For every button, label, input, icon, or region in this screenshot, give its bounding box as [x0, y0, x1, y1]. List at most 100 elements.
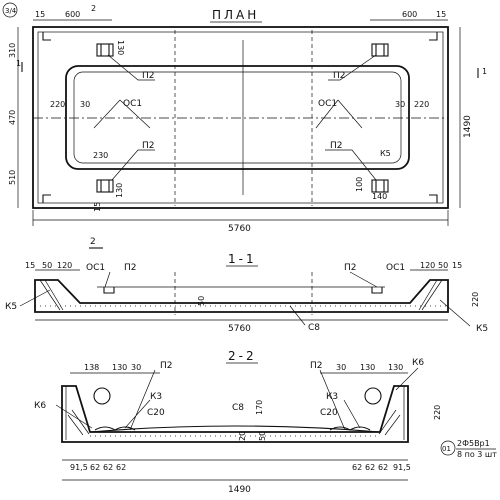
dim-v-130-bottom: 130 — [115, 183, 124, 198]
s2-dim-62-1: 62 — [90, 463, 100, 472]
plan-label-p2-tr: П2 — [333, 71, 346, 81]
section-1-1-inserts — [103, 287, 383, 294]
s1-dim-120: 120 — [57, 261, 72, 270]
section-2-2-side-inner — [65, 386, 405, 440]
s2-label-k3-right: К3 — [326, 392, 338, 402]
plan-label-oc1-left: ОС1 — [123, 99, 142, 109]
s1-leaders — [19, 271, 471, 327]
rebar-note: 01 2Ф5Вр1 8 по 3 шт — [440, 439, 497, 459]
s1-label-p2-right: П2 — [344, 263, 357, 273]
s1-dim-r50: 50 — [438, 261, 448, 270]
s2-duct-left — [93, 387, 111, 405]
s2-leaders — [55, 367, 419, 431]
dim-h-30-right: 30 — [395, 100, 405, 109]
svg-text:2: 2 — [90, 237, 96, 247]
dim-h-220-right: 220 — [414, 100, 429, 109]
dim-right-15: 15 — [436, 10, 446, 19]
s2-label-c20-left: С20 — [147, 408, 165, 418]
s1-label-oc1-left: ОС1 — [86, 263, 105, 273]
s1-label-c8: С8 — [308, 323, 320, 333]
s2-dim-91-5-right: 91,5 — [393, 463, 411, 472]
svg-text:3/4: 3/4 — [5, 7, 17, 15]
lifting-loop-tr — [371, 43, 389, 57]
s2-label-k6-right: К6 — [412, 358, 424, 368]
lifting-loop-tl — [96, 43, 114, 57]
svg-text:1: 1 — [16, 59, 21, 68]
dim-right-600: 600 — [402, 10, 417, 19]
s1-label-p2-left: П2 — [124, 263, 137, 273]
note-circle-mark — [440, 440, 456, 456]
s2-dim-170: 170 — [255, 400, 264, 415]
sheet-mark: 3/4 — [2, 2, 18, 18]
s2-label-k3-left: К3 — [150, 392, 162, 402]
s2-dim-20: 20 — [238, 431, 247, 441]
s1-dim-50: 50 — [42, 261, 52, 270]
recess-outer — [65, 65, 410, 170]
s1-dim-15: 15 — [25, 261, 35, 270]
s2-dim-r30: 30 — [336, 363, 346, 372]
plan-inner-edge — [37, 31, 444, 204]
svg-text:1: 1 — [482, 67, 487, 76]
plan-title: ПЛАН — [212, 8, 259, 22]
dim-total-width: 5760 — [228, 224, 251, 234]
svg-text:01: 01 — [442, 445, 451, 453]
dim-v-510: 510 — [8, 170, 17, 185]
dim-left-600: 600 — [65, 10, 80, 19]
plan-outline — [32, 26, 449, 209]
s2-label-c8: С8 — [232, 403, 244, 413]
s2-dim-30: 30 — [131, 363, 141, 372]
plan-label-p2-bl: П2 — [142, 141, 155, 151]
s2-dim-91-5-left: 91,5 — [70, 463, 88, 472]
section-1-1-hatch — [39, 279, 443, 311]
dim-h-140: 140 — [372, 192, 387, 201]
s2-dim-220: 220 — [433, 405, 442, 420]
section-2-2: 2-2 138 130 30 30 130 130 220 170 20 50 … — [34, 349, 497, 495]
lifting-loop-br — [371, 179, 389, 193]
note-line-2: 8 по 3 шт — [457, 450, 497, 459]
dim-left-2: 2 — [91, 4, 96, 13]
recess-inner — [73, 71, 402, 164]
s1-dim-r120: 120 — [420, 261, 435, 270]
s1-dim-r15: 15 — [452, 261, 462, 270]
dim-v-15: 15 — [93, 202, 102, 212]
section-2-2-title: 2-2 — [228, 349, 257, 363]
s2-dim-50: 50 — [258, 431, 267, 441]
s2-dim-62-6: 62 — [378, 463, 388, 472]
lifting-loop-bl — [96, 179, 114, 193]
section-1-1-title: 1-1 — [228, 252, 257, 266]
dim-left-15: 15 — [35, 10, 45, 19]
s2-dim-r130b: 130 — [388, 363, 403, 372]
s1-dim-220: 220 — [471, 292, 480, 307]
plan-label-k5: К5 — [380, 149, 391, 158]
s1-dim-total: 5760 — [228, 324, 251, 334]
section-mark-1-left: 1 — [16, 59, 23, 72]
s2-dim-62-3: 62 — [116, 463, 126, 472]
s2-label-p2-right: П2 — [310, 361, 323, 371]
s2-dim-62-4: 62 — [352, 463, 362, 472]
dim-total-height: 1490 — [463, 115, 473, 138]
s2-rebar-hooks — [94, 426, 371, 431]
s2-dim-130: 130 — [112, 363, 127, 372]
dim-v-130: 130 — [116, 40, 125, 55]
plan-view: ПЛАН 3/4 — [2, 2, 487, 249]
s2-duct-right — [364, 387, 382, 405]
note-line-1: 2Ф5Вр1 — [457, 439, 490, 448]
corner-brackets — [42, 32, 438, 203]
dim-v-310: 310 — [8, 43, 17, 58]
plan-label-oc1-right: ОС1 — [318, 99, 337, 109]
s1-label-oc1-right: ОС1 — [386, 263, 405, 273]
dim-v-100: 100 — [355, 177, 364, 192]
dim-v-470: 470 — [8, 110, 17, 125]
plan-label-p2-br: П2 — [330, 141, 343, 151]
section-1-1: 1-1 15 50 120 120 50 15 220 50 ОС1 П2 П2… — [5, 252, 488, 334]
s2-dim-total: 1490 — [228, 485, 251, 495]
s2-label-p2-left: П2 — [160, 361, 173, 371]
s2-dim-138: 138 — [84, 363, 99, 372]
s2-dim-r130: 130 — [360, 363, 375, 372]
dim-h-230: 230 — [93, 151, 108, 160]
s2-label-c20-right: С20 — [320, 408, 338, 418]
s1-dim-50-mid: 50 — [197, 296, 206, 306]
dim-h-220-left: 220 — [50, 100, 65, 109]
s1-label-k5-right: К5 — [476, 324, 488, 334]
